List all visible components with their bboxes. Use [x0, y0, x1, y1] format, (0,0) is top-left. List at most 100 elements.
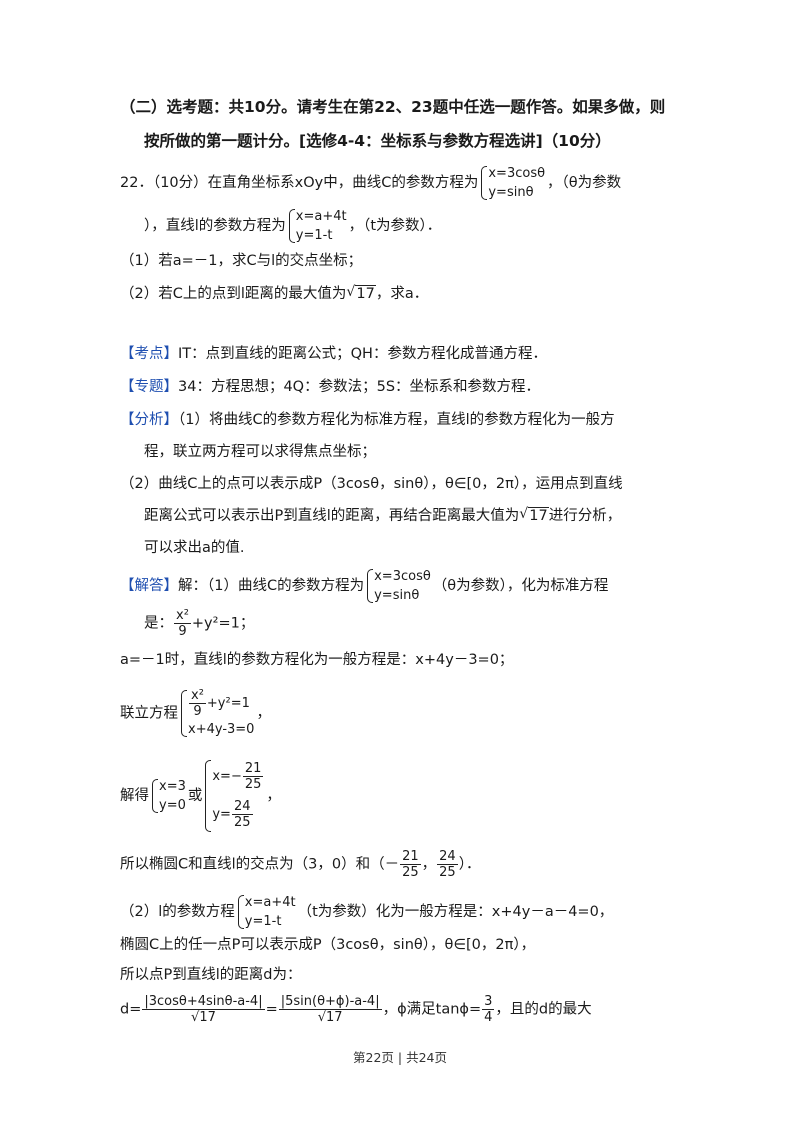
sqrt-17-analysis-value: 17 — [528, 507, 549, 524]
jieda-line8: 椭圆C上的任一点P可以表示成P（3cosθ，sinθ），θ∈[0，2π）， — [120, 937, 536, 953]
curve-eq-x: x=3cosθ — [488, 166, 546, 181]
point-x-den: 25 — [402, 865, 419, 880]
fenxi-line1: 【分析】（1）将曲线C的参数方程化为标准方程，直线l的参数方程化为一般方 — [120, 409, 615, 431]
jieda-text1-tail: （θ为参数），化为标准方程 — [432, 578, 609, 594]
distance-d-label: d= — [120, 1001, 142, 1018]
problem-stem-text3: ），直线l的参数方程为 — [144, 218, 286, 234]
fenxi-text4-tail: 进行分析， — [548, 508, 622, 524]
kaodian-tag: 【考点】 — [120, 346, 178, 362]
kaodian-line: 【考点】IT：点到直线的距离公式；QH：参数方程化成普通方程． — [120, 343, 547, 365]
solution-2-x-num: 21 — [242, 761, 264, 777]
line-parametric-system: x=a+4t y=1-t — [288, 207, 347, 245]
fenxi-tag: 【分析】 — [120, 412, 178, 428]
fraction-numerator: x² — [174, 608, 191, 624]
fenxi-line5: 可以求出a的值. — [144, 540, 245, 556]
problem-stem-text4: ，（t为参数）． — [348, 218, 442, 234]
zhuanti-line: 【专题】34：方程思想；4Q：参数法；5S：坐标系和参数方程． — [120, 376, 540, 398]
sqrt-17-value: 17 — [355, 285, 376, 302]
solution-2-y-prefix: y= — [212, 807, 231, 822]
page-footer: 第22页 | 共24页 — [353, 1050, 447, 1065]
question-2-text: （2）若C上的点到l距离的最大值为 — [120, 286, 347, 302]
sqrt-17: 17 — [346, 281, 376, 305]
jieda-text1: 解：（1）曲线C的参数方程为 — [178, 578, 365, 594]
jieda-text10-tail: ，且的d的最大 — [495, 1001, 592, 1018]
point-x-num: 21 — [400, 849, 421, 865]
jieda-text6-tail: ）． — [458, 856, 481, 873]
fenxi-line3: （2）曲线C上的点可以表示成P（3cosθ，sinθ），θ∈[0，2π），运用点… — [120, 476, 623, 492]
distance-den-2: √17 — [317, 1010, 343, 1025]
joint-eq-denominator: 9 — [193, 704, 202, 719]
point-comma: ， — [421, 856, 437, 873]
distance-den-1: √17 — [191, 1010, 216, 1025]
problem-stem-line2: ），直线l的参数方程为 x=a+4t y=1-t ，（t为参数）． — [144, 207, 441, 245]
jieda-text5: 解得 — [120, 788, 149, 804]
solution-2-x-den: 25 — [244, 777, 262, 792]
solution-2-y-num: 24 — [231, 799, 253, 815]
phi-condition: ，ϕ满足tanϕ= — [382, 1001, 482, 1018]
point-y-num: 24 — [437, 849, 458, 865]
problem-stem-line1: 22．（10分）在直角坐标系xOy中，曲线C的参数方程为 x=3cosθ y=sin… — [120, 164, 621, 202]
section-header-line1: （二）选考题：共10分。请考生在第22、23题中任选一题作答。如果多做，则 — [120, 98, 666, 116]
jieda-line1: 【解答】解：（1）曲线C的参数方程为 x=3cosθ y=sinθ （θ为参数），化为… — [120, 567, 608, 605]
jieda-tag: 【解答】 — [120, 578, 178, 594]
jieda-text5-tail: ， — [266, 788, 281, 804]
curve-eq-y: y=sinθ — [488, 185, 534, 200]
jieda-text7: （2）l的参数方程 — [120, 904, 235, 920]
line-param-2-y: y=1-t — [244, 914, 282, 929]
equals-sign: = — [265, 1001, 278, 1018]
joint-eq-numerator: x² — [189, 688, 206, 704]
fenxi-text1: （1）将曲线C的参数方程化为标准方程，直线l的参数方程化为一般方 — [178, 412, 615, 428]
jieda-text2: 是： — [144, 615, 173, 632]
jieda-text7-tail: （t为参数）化为一般方程是：x+4y－a－4=0， — [297, 904, 614, 920]
solution-2-x-prefix: x=− — [212, 769, 242, 784]
solution-curve-eq-x: x=3cosθ — [374, 569, 431, 584]
joint-eq-1-tail: +y²=1 — [206, 696, 250, 711]
jieda-line9: 所以点P到直线l的距离d为： — [120, 967, 302, 983]
kaodian-text: IT：点到直线的距离公式；QH：参数方程化成普通方程． — [178, 346, 547, 362]
solution-2-y-den: 25 — [233, 815, 251, 830]
solution-curve-system: x=3cosθ y=sinθ — [366, 567, 431, 605]
question-2: （2）若C上的点到l距离的最大值为 17，求a． — [120, 281, 429, 305]
jieda-text4: 联立方程 — [120, 705, 178, 722]
tan-num: 3 — [482, 994, 495, 1010]
solution-1-y: y=0 — [159, 798, 186, 813]
fenxi-line4: 距离公式可以表示出P到直线l的距离，再结合距离最大值为17进行分析， — [144, 503, 622, 527]
zhuanti-text: 34：方程思想；4Q：参数法；5S：坐标系和参数方程． — [178, 379, 541, 395]
solution-curve-eq-y: y=sinθ — [374, 588, 420, 603]
problem-stem-text2: ，（θ为参数 — [547, 175, 622, 191]
zhuanti-tag: 【专题】 — [120, 379, 178, 395]
distance-num-2: |5sin(θ+ϕ)-a-4| — [278, 994, 382, 1010]
line-eq-y: y=1-t — [295, 228, 333, 243]
sqrt-17-analysis: 17 — [519, 503, 549, 527]
line-eq-x: x=a+4t — [295, 209, 347, 224]
jieda-line10: d=|3cosθ+4sinθ-a-4|√17=|5sin(θ+ϕ)-a-4|√1… — [120, 994, 592, 1025]
problem-stem-text: 22．（10分）在直角坐标系xOy中，曲线C的参数方程为 — [120, 175, 479, 191]
point-y-den: 25 — [439, 865, 456, 880]
fenxi-line2: 程，联立两方程可以求得焦点坐标； — [144, 444, 376, 460]
tan-den: 4 — [484, 1010, 493, 1025]
jieda-text4-tail: ， — [256, 705, 271, 722]
distance-fraction-2: |5sin(θ+ϕ)-a-4|√17 — [278, 994, 382, 1025]
solution-1-x: x=3 — [159, 779, 186, 794]
question-2-tail: ，求a． — [375, 286, 429, 302]
jieda-line3: a=－1时，直线l的参数方程化为一般方程是：x+4y－3=0； — [120, 652, 514, 668]
section-header-line2: 按所做的第一题计分。[选修4-4：坐标系与参数方程选讲]（10分） — [144, 132, 611, 150]
